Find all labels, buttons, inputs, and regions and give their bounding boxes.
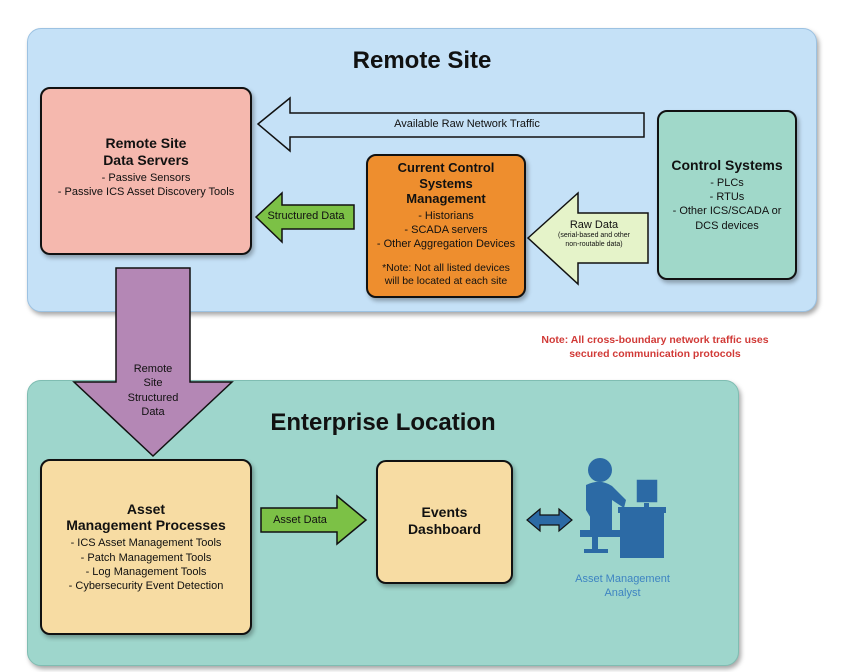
cross-boundary-note-line-2: secured communication protocols (569, 347, 741, 360)
asset-data-arrow (260, 494, 368, 546)
asset-management-processes-box: Asset Management Processes - ICS Asset M… (40, 459, 252, 635)
enterprise-location-title: Enterprise Location (270, 409, 496, 436)
current-control-title-line-3: Management (406, 191, 486, 207)
cross-boundary-note: Note: All cross-boundary network traffic… (500, 334, 810, 361)
raw-data-subtext-2: non-routable data) (565, 240, 623, 248)
note-line-2: will be located at each site (384, 275, 508, 288)
remote-structured-data-line-2: Site (143, 377, 163, 390)
raw-data-label-group: Raw Data (serial-based and other non-rou… (538, 219, 650, 249)
current-control-title: Current Control Systems Management (368, 160, 524, 207)
analyst-at-computer-icon (580, 458, 666, 558)
double-headed-arrow (526, 507, 573, 533)
events-dashboard-title-line-2: Dashboard (407, 521, 482, 537)
raw-data-subtext-1: (serial-based and other (558, 232, 630, 240)
remote-structured-data-line-1: Remote (133, 363, 173, 375)
note-line-1: *Note: Not all listed devices (382, 261, 510, 274)
analyst-label-line-2: Analyst (604, 586, 641, 599)
list-item: - SCADA servers (404, 224, 488, 237)
events-dashboard-box: Events Dashboard (376, 460, 513, 584)
list-item: - Other ICS/SCADA or (672, 205, 782, 218)
list-item: - Other Aggregation Devices (376, 238, 516, 251)
list-item: - Historians (418, 209, 474, 222)
remote-structured-data-arrow (72, 267, 234, 458)
structured-data-arrow (254, 191, 355, 244)
current-control-systems-management-box: Current Control Systems Management - His… (366, 154, 526, 298)
current-control-title-line-2: Systems (419, 175, 473, 191)
list-item: - PLCs (710, 176, 744, 189)
remote-site-title: Remote Site (352, 47, 492, 74)
remote-structured-data-line-4: Data (141, 405, 165, 418)
remote-site-data-servers-title: Remote Site Data Servers (42, 135, 250, 169)
list-item: - Patch Management Tools (80, 551, 212, 564)
asset-management-title: Asset Management Processes (42, 501, 250, 535)
asset-management-analyst-label: Asset Management Analyst (555, 573, 690, 601)
list-item: - Passive Sensors (101, 171, 191, 184)
remote-structured-data-label: Remote Site Structured Data (116, 362, 190, 419)
structured-data-label: Structured Data (267, 210, 345, 222)
data-servers-title-line-2: Data Servers (103, 151, 189, 168)
asset-management-title-line-1: Asset (126, 500, 166, 517)
list-item: - RTUs (709, 191, 745, 204)
current-control-title-line-1: Current Control (397, 160, 495, 175)
current-control-note: *Note: Not all listed devices will be lo… (368, 262, 524, 289)
events-dashboard-title-line-1: Events (421, 504, 468, 521)
control-systems-title: Control Systems (671, 157, 783, 173)
asset-data-label: Asset Data (273, 514, 327, 526)
list-item: - Cybersecurity Event Detection (68, 580, 224, 593)
raw-network-traffic-label: Available Raw Network Traffic (394, 118, 540, 130)
list-item: - Passive ICS Asset Discovery Tools (57, 185, 235, 198)
analyst-label-line-1: Asset Management (575, 573, 670, 585)
list-item: - ICS Asset Management Tools (70, 537, 222, 550)
cross-boundary-note-line-1: Note: All cross-boundary network traffic… (541, 334, 769, 346)
remote-structured-data-line-3: Structured (127, 391, 179, 404)
raw-data-label: Raw Data (569, 219, 619, 231)
remote-site-data-servers-box: Remote Site Data Servers - Passive Senso… (40, 87, 252, 255)
raw-data-arrow (526, 191, 649, 286)
raw-network-traffic-arrow (256, 96, 645, 153)
asset-management-title-line-2: Management Processes (66, 517, 226, 534)
data-servers-title-line-1: Remote Site (105, 135, 187, 151)
list-item: DCS devices (695, 219, 759, 232)
list-item: - Log Management Tools (85, 565, 207, 578)
events-dashboard-title: Events Dashboard (378, 504, 511, 538)
control-systems-box: Control Systems - PLCs - RTUs - Other IC… (657, 110, 797, 280)
